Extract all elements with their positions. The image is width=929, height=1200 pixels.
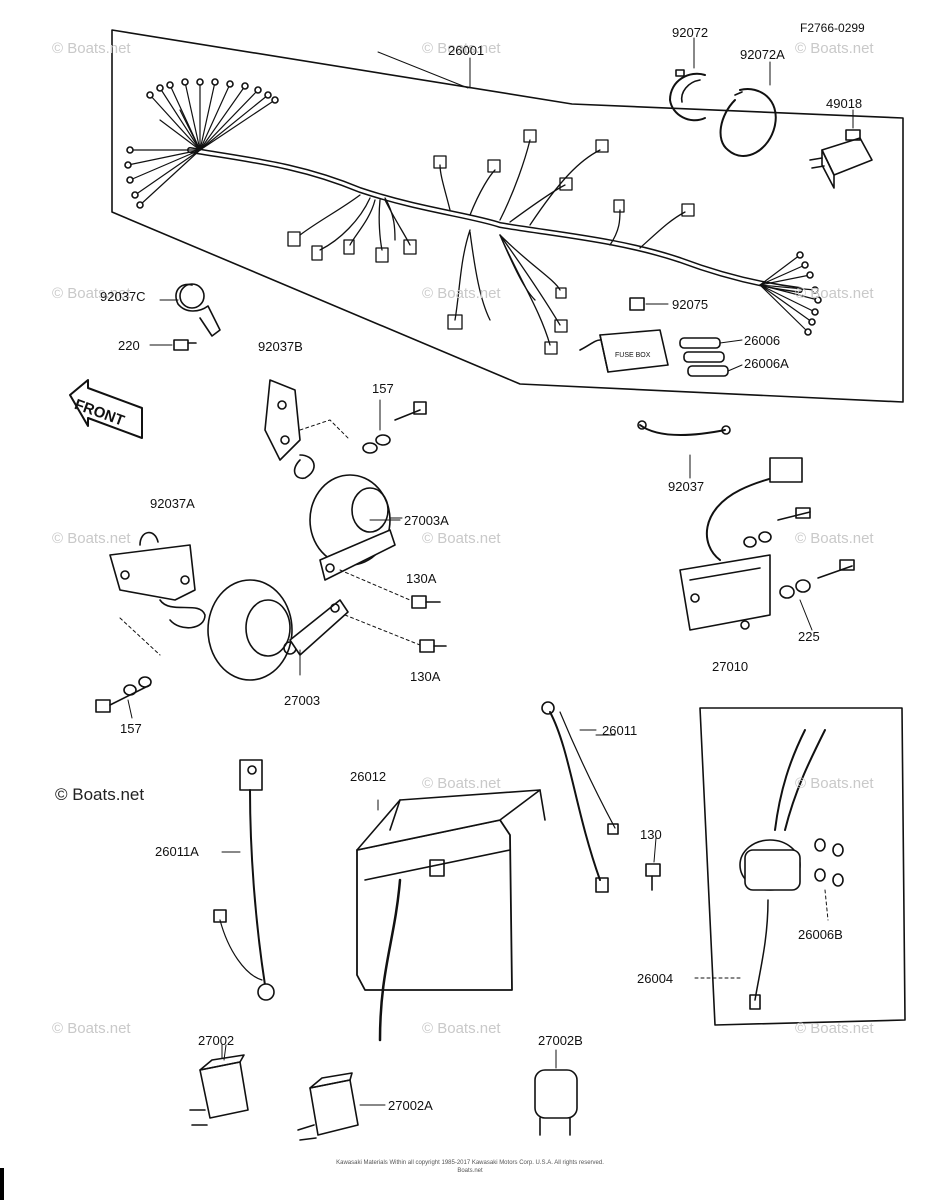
unit-27002B <box>534 1049 578 1136</box>
part-label-27002B: 27002B <box>538 1033 583 1048</box>
fuse-box: FUSE BOX <box>579 329 669 373</box>
part-label-130A-lower: 130A <box>410 669 441 684</box>
part-label-27010: 27010 <box>712 659 749 674</box>
part-label-26006: 26006 <box>744 333 781 348</box>
watermark-main: © Boats.net <box>55 785 145 804</box>
horn-27003A <box>309 474 403 581</box>
part-label-92072A: 92072A <box>740 47 785 62</box>
cable-26011 <box>541 701 619 893</box>
part-label-26004: 26004 <box>637 971 674 986</box>
strap-92037 <box>637 420 731 479</box>
clamp-92072 <box>669 69 706 122</box>
watermark: © Boats.net <box>52 530 131 547</box>
part-label-92037C: 92037C <box>100 289 146 304</box>
bolt-130 <box>645 863 661 891</box>
flasher-27002 <box>189 1044 249 1126</box>
part-label-157-lower: 157 <box>120 721 142 736</box>
part-label-157-upper: 157 <box>372 381 394 396</box>
horn-27003 <box>207 579 349 681</box>
part-label-26001: 26001 <box>448 43 485 58</box>
part-label-27002: 27002 <box>198 1033 235 1048</box>
ignition-box <box>694 707 906 1026</box>
clip-92075 <box>629 297 669 311</box>
clamp-92072A <box>719 88 777 157</box>
relay-49018 <box>809 129 873 189</box>
flasher-27002A <box>297 1072 386 1141</box>
harness-box <box>111 29 904 403</box>
cable-26011A <box>213 759 275 1001</box>
part-label-26012: 26012 <box>350 769 387 784</box>
bolt-157-lower <box>95 676 152 719</box>
part-label-92037B: 92037B <box>258 339 303 354</box>
leader-lines <box>159 37 854 1061</box>
part-label-92037A: 92037A <box>150 496 195 511</box>
bolt-157-upper <box>362 399 427 454</box>
bracket-92037B <box>264 379 351 480</box>
watermark: © Boats.net <box>422 775 501 792</box>
part-label-26011: 26011 <box>602 723 638 738</box>
bolt-130A-lower <box>344 614 447 653</box>
part-label-130A-upper: 130A <box>406 571 437 586</box>
part-label-92037: 92037 <box>668 479 705 494</box>
scan-edge-mark <box>0 1168 4 1200</box>
bolt-130A-upper <box>339 569 441 609</box>
watermark: © Boats.net <box>795 1020 874 1037</box>
screw-220 <box>149 339 197 351</box>
watermark: © Boats.net <box>795 530 874 547</box>
watermark: © Boats.net <box>422 40 501 57</box>
watermark: © Boats.net <box>422 285 501 302</box>
part-label-220: 220 <box>118 338 140 353</box>
watermark: © Boats.net <box>795 775 874 792</box>
bracket-92037A <box>109 531 206 656</box>
watermark: © Boats.net <box>52 1020 131 1037</box>
watermark: © Boats.net <box>422 1020 501 1037</box>
watermark: © Boats.net <box>795 285 874 302</box>
battery-26012 <box>356 789 546 1042</box>
watermark: © Boats.net <box>52 285 131 302</box>
part-label-92072: 92072 <box>672 25 709 40</box>
fuses-26006 <box>679 337 743 377</box>
clamp-92037C <box>175 283 221 337</box>
part-label-27002A: 27002A <box>388 1098 433 1113</box>
watermark: © Boats.net <box>422 530 501 547</box>
part-label-49018: 49018 <box>826 96 863 111</box>
regulator-27010 <box>679 457 855 631</box>
watermark: © Boats.net <box>52 40 131 57</box>
part-label-27003: 27003 <box>284 693 321 708</box>
part-label-130: 130 <box>640 827 662 842</box>
figure-code: F2766-0299 <box>800 21 865 35</box>
part-label-26006A: 26006A <box>744 356 789 371</box>
part-label-225: 225 <box>798 629 820 644</box>
part-label-27003A: 27003A <box>404 513 449 528</box>
part-label-26011A: 26011A <box>155 844 199 859</box>
wire-harness-26001: FUSE BOX <box>124 78 822 373</box>
part-label-26006B: 26006B <box>798 927 843 942</box>
copyright-notice: Kawasaki Materials Within all copyright … <box>336 1160 604 1174</box>
front-arrow <box>69 379 143 439</box>
part-label-92075: 92075 <box>672 297 709 312</box>
watermark: © Boats.net <box>795 40 874 57</box>
svg-text:FUSE BOX: FUSE BOX <box>615 352 651 359</box>
